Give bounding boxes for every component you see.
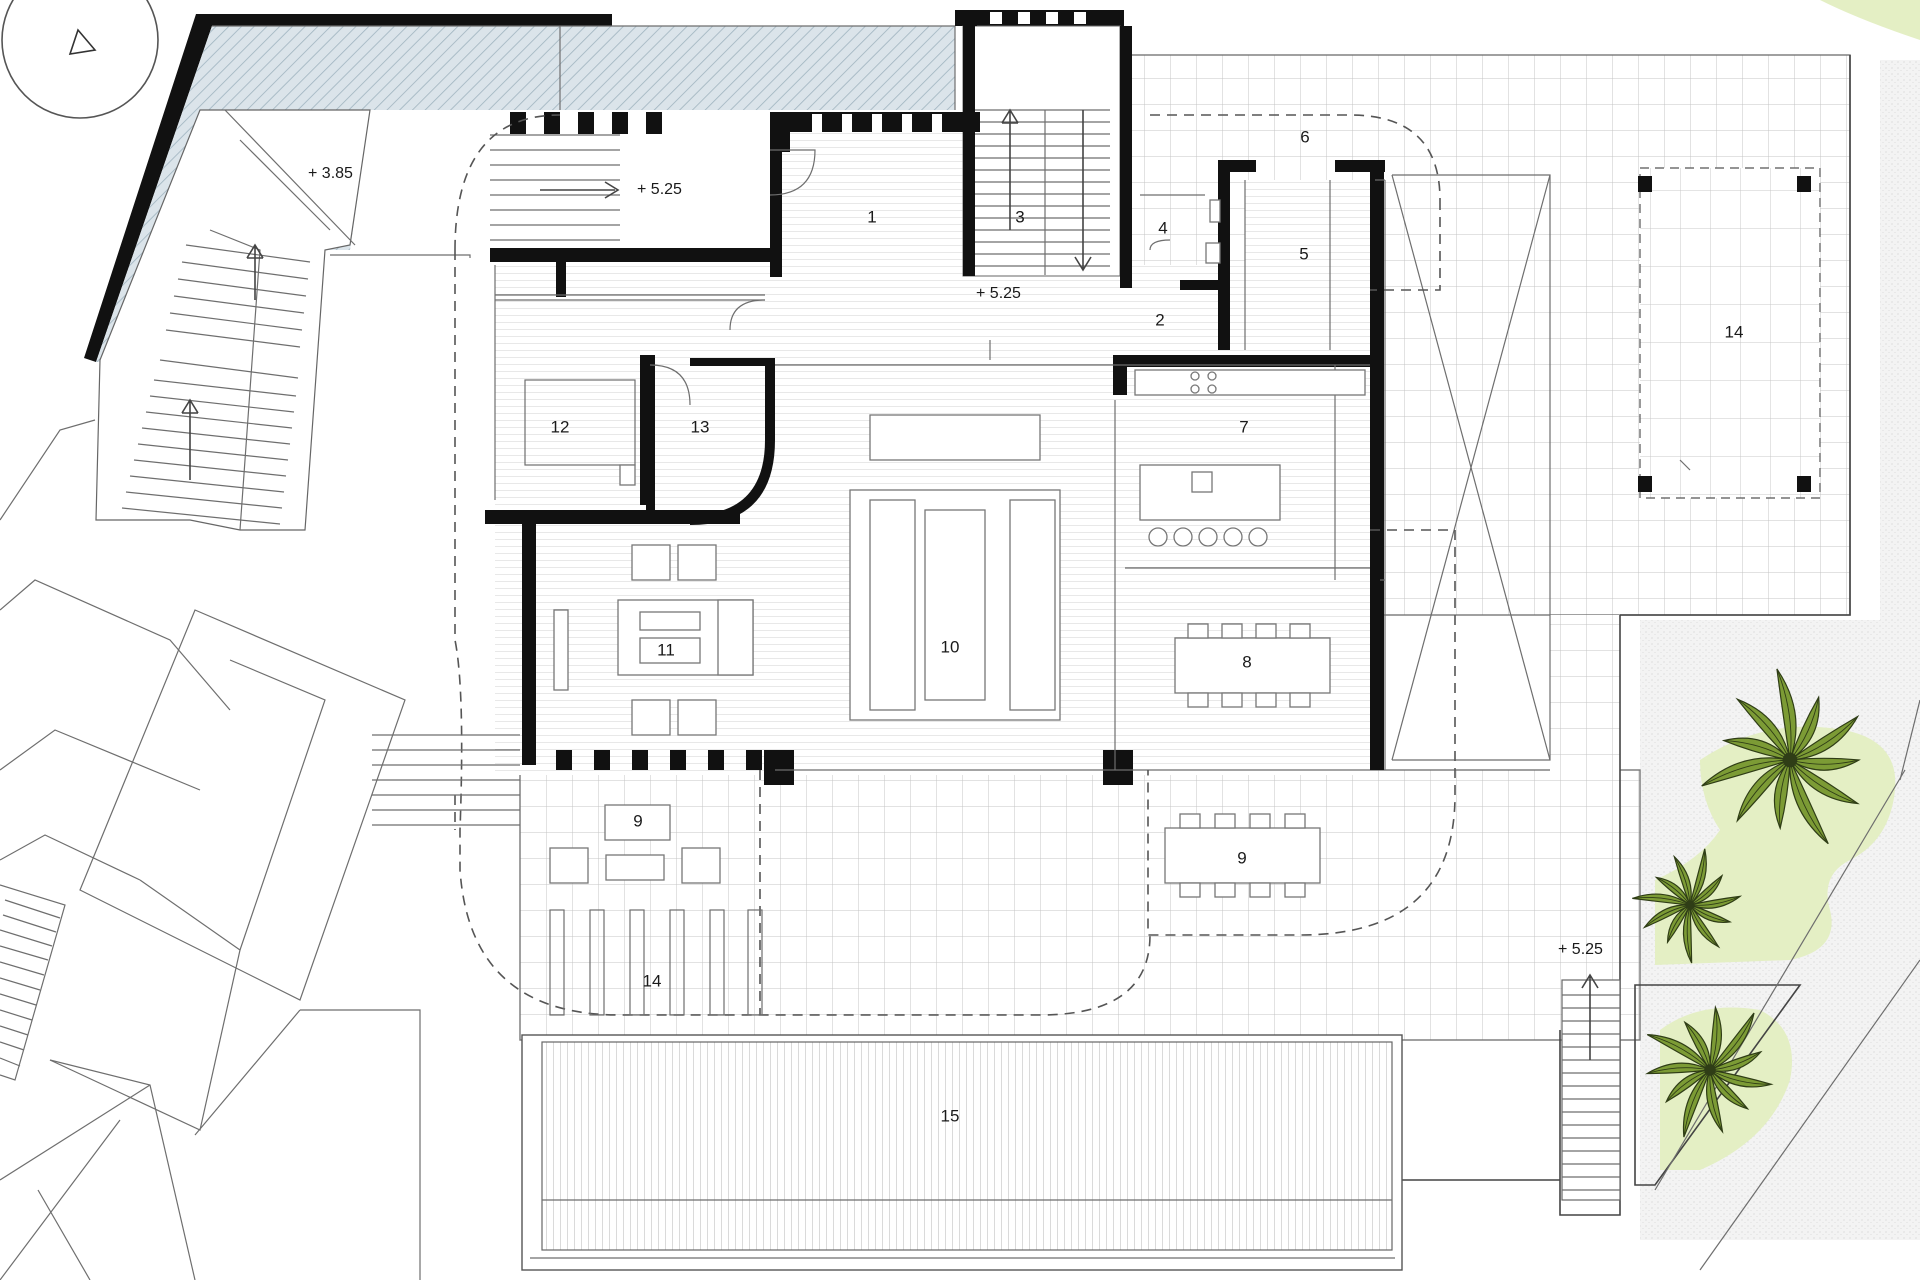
pool — [521, 1034, 1403, 1271]
door-swings — [649, 149, 1171, 406]
pergola-right — [1638, 167, 1821, 499]
palm-tree-icon — [1632, 848, 1743, 964]
palm-tree-icon — [1701, 668, 1861, 845]
palm-tree-icon — [1644, 1004, 1774, 1138]
kitchen-furniture — [1125, 199, 1370, 569]
room-label-9-terrace-right: 9 — [1237, 848, 1246, 867]
room-label-14-pergola: 14 — [1725, 322, 1744, 341]
level-label-525-hall: + 5.25 — [976, 285, 1021, 302]
living-furniture — [553, 414, 1061, 736]
room-label-2: 2 — [1155, 310, 1164, 329]
entry-stair — [490, 110, 775, 250]
room-label-1: 1 — [867, 207, 876, 226]
room-label-9-terrace-left: 9 — [633, 811, 642, 830]
side-steps — [372, 734, 520, 826]
level-labels: + 3.85 + 5.25 + 5.25 + 5.25 — [308, 165, 1603, 958]
left-stair-upper — [95, 109, 471, 531]
level-label-385: + 3.85 — [308, 165, 353, 182]
dining-table — [1174, 623, 1331, 708]
level-label-525-entry: + 5.25 — [637, 181, 682, 198]
room-label-10: 10 — [941, 637, 960, 656]
room-label-13: 13 — [691, 417, 710, 436]
north-arrow-icon — [1, 0, 159, 119]
room-label-14-terrace: 14 — [643, 971, 662, 990]
room-label-8: 8 — [1242, 652, 1251, 671]
room-label-6: 6 — [1300, 127, 1309, 146]
canopy-outline — [454, 114, 1456, 1016]
terrace-furniture — [549, 804, 1321, 1016]
room-label-7: 7 — [1239, 417, 1248, 436]
room-labels: 1 2 3 4 5 6 7 8 9 9 10 11 12 13 14 14 15 — [551, 127, 1744, 1125]
room-label-5: 5 — [1299, 244, 1308, 263]
left-stair-lower — [0, 884, 66, 1081]
room-label-11: 11 — [657, 640, 675, 659]
room-label-3: 3 — [1015, 207, 1024, 226]
neighbour-outline — [0, 419, 421, 1280]
room-label-12: 12 — [551, 417, 570, 436]
room-label-15: 15 — [941, 1106, 960, 1125]
palm-trees — [1632, 668, 1861, 1138]
main-stair — [962, 25, 1121, 277]
interior-lines — [494, 174, 1551, 771]
level-label-525-stair: + 5.25 — [1558, 941, 1603, 958]
right-stair — [1561, 699, 1920, 1271]
room-label-4: 4 — [1158, 218, 1167, 237]
terrace-paving — [519, 54, 1851, 1216]
